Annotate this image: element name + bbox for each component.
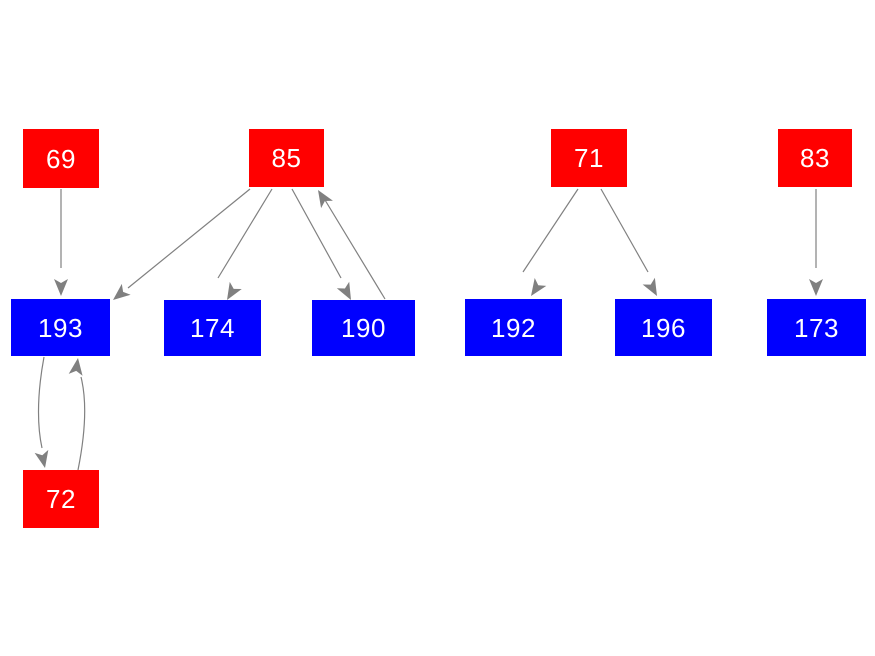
graph-node-label: 83 [800, 143, 830, 173]
graph-node-label: 71 [574, 143, 604, 173]
arrowhead [54, 279, 68, 296]
graph-node-85[interactable]: 85 [249, 129, 324, 187]
arrowhead [809, 279, 823, 296]
graph-node-190[interactable]: 190 [312, 300, 415, 356]
graph-node-label: 192 [491, 312, 536, 343]
graph-node-192[interactable]: 192 [465, 299, 562, 356]
graph-node-label: 174 [190, 313, 235, 343]
edge-83-to-173 [809, 189, 823, 296]
arrowhead [531, 277, 547, 296]
graph-node-label: 85 [271, 143, 302, 173]
graph-node-label: 193 [38, 312, 83, 343]
edge-71-to-192 [522, 188, 579, 296]
arrowhead [318, 190, 333, 209]
graph-node-label: 72 [46, 484, 76, 514]
edge-72-to-193 [68, 358, 86, 471]
graph-node-174[interactable]: 174 [164, 300, 261, 356]
arrowhead [227, 281, 242, 300]
graph-node-193[interactable]: 193 [11, 299, 110, 356]
graph-node-69[interactable]: 69 [23, 129, 99, 188]
arrowhead [336, 281, 351, 300]
arrowhead [642, 277, 657, 296]
edge-85-to-193 [113, 188, 251, 300]
edge-190-to-85 [318, 190, 386, 300]
edge-85-to-174 [217, 188, 273, 300]
graph-node-label: 196 [641, 312, 686, 343]
edge-69-to-193 [54, 189, 68, 296]
edge-193-to-72 [34, 356, 49, 468]
graph-node-label: 69 [46, 143, 76, 174]
graph-node-label: 190 [341, 313, 386, 343]
arrowhead [68, 358, 83, 376]
graph-node-72[interactable]: 72 [23, 470, 99, 528]
graph-node-83[interactable]: 83 [778, 129, 852, 187]
edge-71-to-196 [600, 188, 657, 296]
arrowhead [34, 449, 49, 468]
edge-85-to-190 [291, 188, 351, 300]
graph-node-71[interactable]: 71 [551, 129, 627, 187]
graph-node-196[interactable]: 196 [615, 299, 712, 356]
graph-node-label: 173 [794, 312, 839, 343]
graph-node-173[interactable]: 173 [767, 299, 866, 356]
arrowhead [113, 283, 131, 300]
